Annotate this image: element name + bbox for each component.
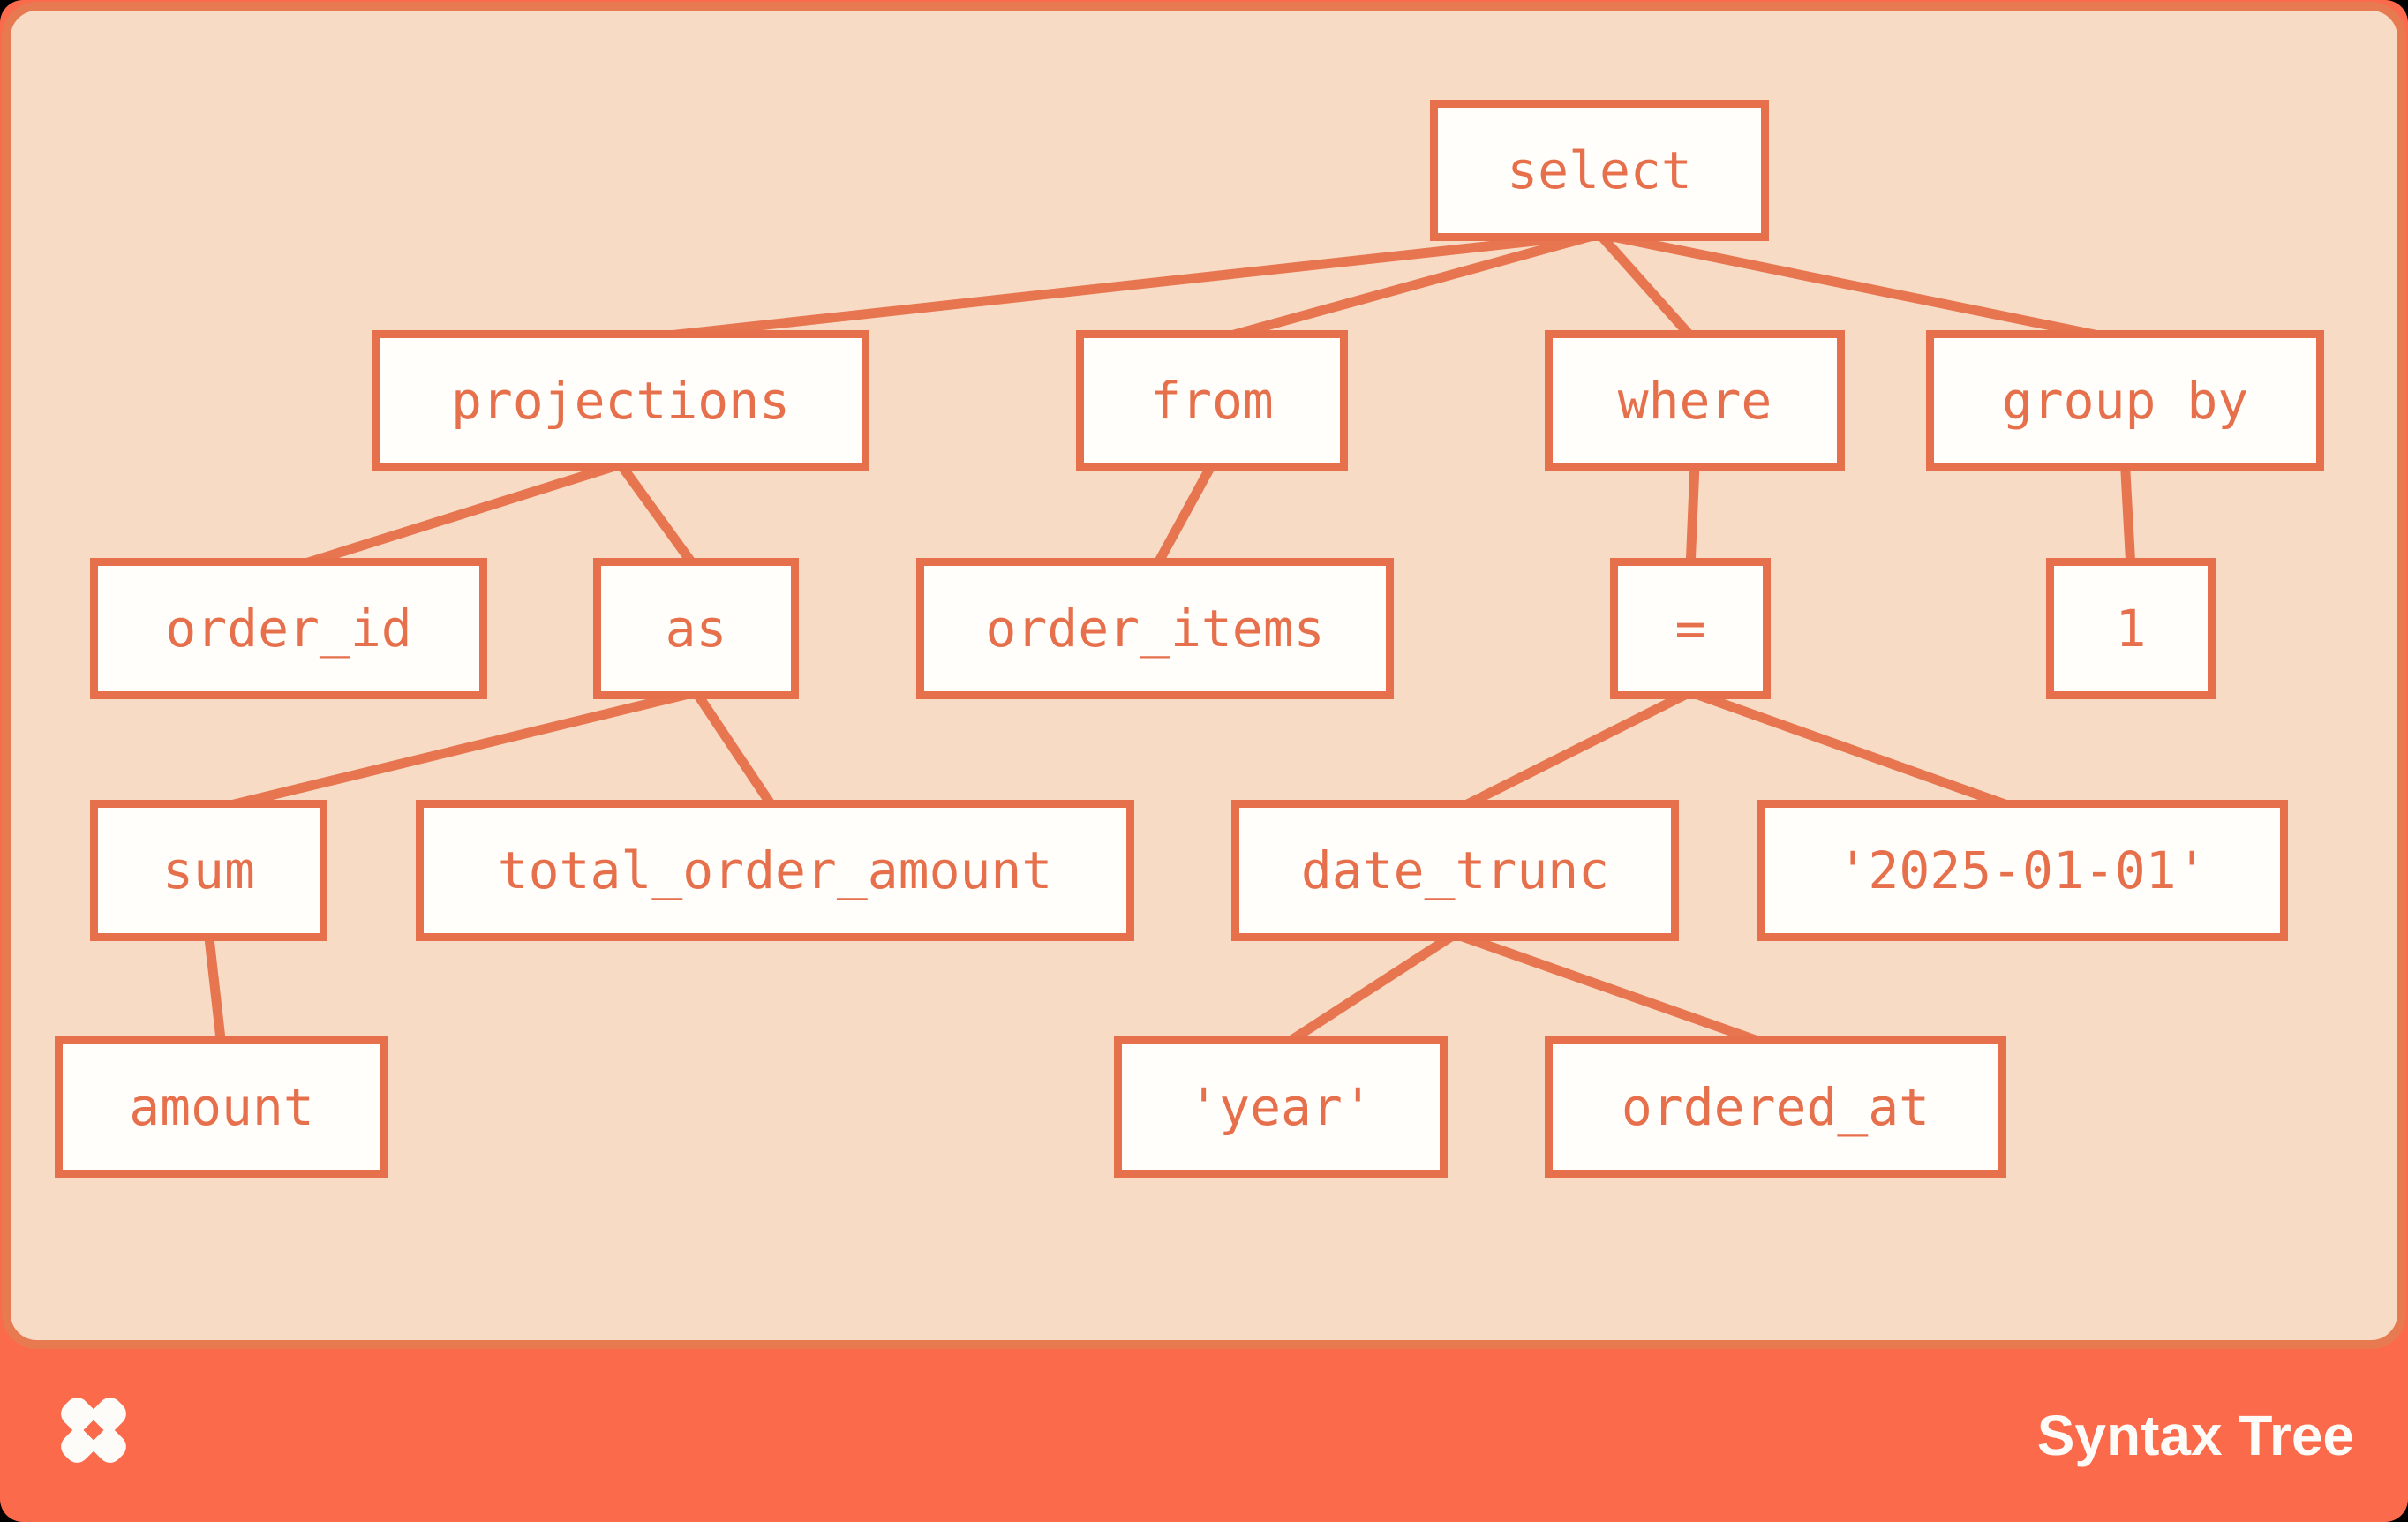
tree-node-as: as xyxy=(593,558,799,699)
tree-node-sum: sum xyxy=(90,800,327,941)
tree-node-order-items: order_items xyxy=(916,558,1394,699)
tree-node-one: 1 xyxy=(2046,558,2216,699)
tree-node-select: select xyxy=(1430,100,1769,241)
tree-node-ordered-at: ordered_at xyxy=(1545,1036,2006,1178)
footer-bar: Syntax Tree xyxy=(0,1349,2408,1522)
tree-node-projections: projections xyxy=(372,330,869,471)
tree-node-from: from xyxy=(1076,330,1348,471)
brand-logo-icon xyxy=(61,1398,126,1463)
tree-node-group-by: group by xyxy=(1926,330,2324,471)
tree-node-amount: amount xyxy=(55,1036,388,1178)
brand-label: Syntax Tree xyxy=(2036,1404,2354,1467)
tree-node-year-literal: 'year' xyxy=(1114,1036,1448,1178)
tree-node-order-id: order_id xyxy=(90,558,487,699)
tree-node-where: where xyxy=(1545,330,1845,471)
tree-node-date-trunc: date_trunc xyxy=(1231,800,1679,941)
tree-node-equals: = xyxy=(1610,558,1771,699)
tree-node-total-order-amount: total_order_amount xyxy=(416,800,1134,941)
tree-node-date-literal: '2025-01-01' xyxy=(1757,800,2288,941)
